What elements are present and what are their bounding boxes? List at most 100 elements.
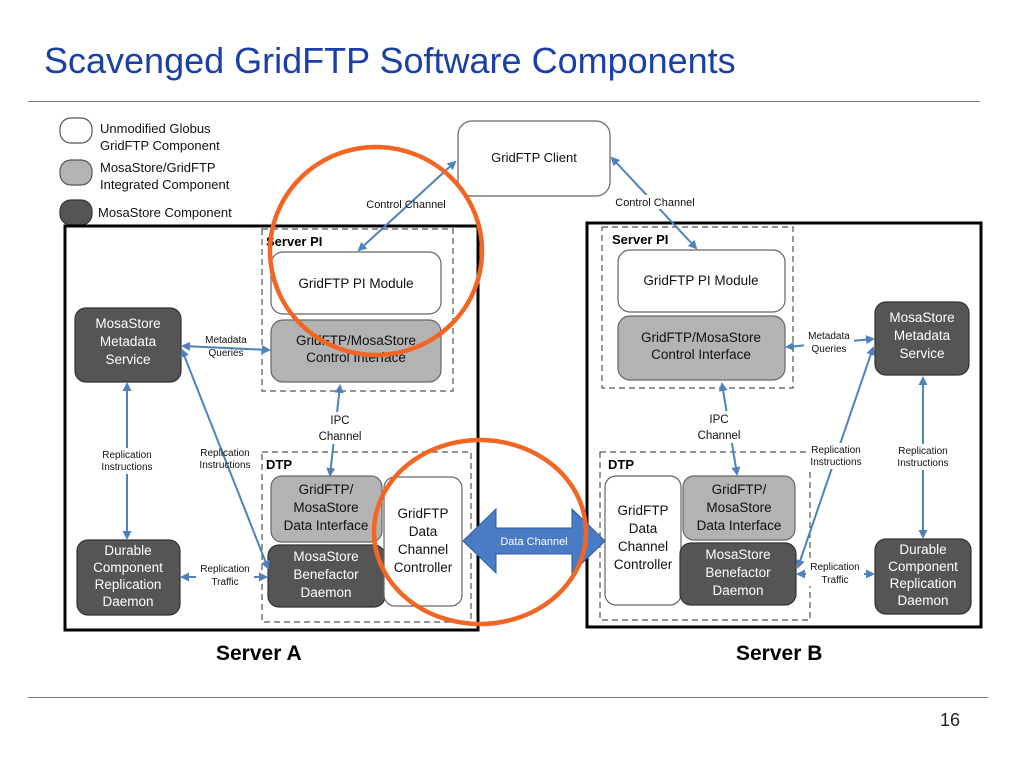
server-a-channel-controller-label-1: GridFTP [397,506,448,521]
server-b-replication-instructions-right-1: Replication [898,446,947,457]
server-a-pi-group [261,228,454,392]
server-a-metadata-service-label-2: Metadata [100,334,157,349]
server-a-metadata-queries-label-1: Metadata [205,335,247,346]
server-a-channel-controller-label-2: Data [409,524,438,539]
server-a-replication-daemon-label-4: Daemon [102,594,153,609]
footer-divider [28,697,988,698]
server-b-metadata-queries-label-1: Metadata [808,331,850,342]
legend-unmodified-label-2: GridFTP Component [100,138,220,153]
server-b-channel-controller-label-4: Controller [614,557,673,572]
server-b-metadata-queries-label-2: Queries [811,344,846,355]
page-number: 16 [939,710,960,730]
legend: Unmodified Globus GridFTP Component Mosa… [59,117,232,226]
server-b-benefactor-label-3: Daemon [712,583,763,598]
server-b-benefactor-label-1: MosaStore [705,547,770,562]
legend-mosastore-label: MosaStore Component [98,205,232,220]
server-a-replication-daemon-label-2: Component [93,560,163,575]
legend-mosastore-swatch [59,199,93,226]
server-b-ipc-label-2: Channel [698,430,741,442]
server-a-replication-daemon-label-1: Durable [104,543,151,558]
server-a-data-interface-label-3: Data Interface [284,518,369,533]
server-b-data-interface-label-1: GridFTP/ [712,482,767,497]
server-a-metadata-queries-label-2: Queries [208,348,243,359]
server-b-pi-module-label: GridFTP PI Module [643,273,758,288]
server-b-metadata-service [874,301,970,376]
server-a-replication-instructions-diag-2: Instructions [199,460,250,471]
server-a-replication-instructions-left-1: Replication [102,450,151,461]
server-a-data-interface-label-1: GridFTP/ [299,482,354,497]
server-a-ipc-label-2: Channel [319,431,362,443]
server-b-data-interface-label-2: MosaStore [706,500,771,515]
server-a-metadata-service-label-3: Service [105,352,150,367]
server-b-metadata-service-label-2: Metadata [894,328,951,343]
legend-integrated-label-1: MosaStore/GridFTP [100,160,216,175]
highlight-circle-control [267,144,485,358]
server-a-data-interface-label-2: MosaStore [293,500,358,515]
server-b-pi-group [601,226,794,389]
server-b-control-interface-label-2: Control Interface [651,347,751,362]
server-b-caption: Server B [736,642,823,665]
server-a-metadata-service-label-1: MosaStore [95,316,160,331]
gridftp-client-label: GridFTP Client [491,150,577,165]
server-b-replication-daemon-label-3: Replication [890,576,957,591]
server-b-benefactor-label-2: Benefactor [705,565,771,580]
server-a-pi-label: Server PI [266,234,322,249]
highlight-circle-data [371,437,589,627]
title-divider [28,101,980,102]
server-b-data-interface-label-3: Data Interface [697,518,782,533]
server-b-replication-instructions-diag-1: Replication [811,445,860,456]
server-b-control-interface [617,315,786,381]
server-a-benefactor-label-1: MosaStore [293,549,358,564]
server-b-replication-daemon-label-2: Component [888,559,958,574]
server-a-replication-traffic-label-1: Replication [200,564,249,575]
server-a-caption: Server A [216,642,302,665]
legend-integrated-label-2: Integrated Component [100,177,230,192]
server-a-replication-instructions-diag-1: Replication [200,448,249,459]
server-b-channel-controller-label-2: Data [629,521,658,536]
server-a-control-channel-arrow [357,160,457,252]
server-a: Server PI GridFTP PI Module GridFTP/Mosa… [63,160,480,632]
data-channel-label: Data Channel [500,536,567,548]
legend-integrated-swatch [59,159,93,186]
server-b-channel-controller-label-1: GridFTP [617,503,668,518]
server-a-replication-diagonal-arrow [180,348,270,570]
server-a-channel-controller-label-4: Controller [394,560,453,575]
server-a-pi-module-label: GridFTP PI Module [298,276,413,291]
server-b-replication-daemon [874,538,972,615]
server-a-benefactor-label-2: Benefactor [293,567,359,582]
server-b-data-interface [682,475,796,541]
server-b-replication-traffic-label-2: Traffic [821,575,848,586]
data-channel-arrow [462,507,606,575]
server-b-pi-module [617,249,786,313]
server-a-dtp-label: DTP [266,457,292,472]
server-a-replication-daemon-label-3: Replication [95,577,162,592]
server-a-replication-instructions-left-2: Instructions [101,462,152,473]
server-b-replication-instructions-diag-2: Instructions [810,457,861,468]
server-a-ipc-label-1: IPC [330,415,349,427]
server-b-control-channel-label: Control Channel [615,197,695,209]
server-b: Server PI GridFTP PI Module GridFTP/Mosa… [585,156,983,629]
server-b-dtp-label: DTP [608,457,634,472]
server-b-replication-daemon-label-1: Durable [899,542,946,557]
server-a-pi-module [270,251,442,315]
server-b-metadata-service-label-3: Service [899,346,944,361]
server-b-ipc-label-1: IPC [709,414,728,426]
page-title: Scavenged GridFTP Software Components [44,40,736,81]
server-a-replication-traffic-label-2: Traffic [211,577,238,588]
server-b-frame [585,221,983,629]
server-a-channel-controller-label-3: Channel [398,542,448,557]
server-b-control-interface-label-1: GridFTP/MosaStore [641,330,761,345]
server-b-metadata-service-label-1: MosaStore [889,310,954,325]
server-a-benefactor-label-3: Daemon [300,585,351,600]
legend-unmodified-swatch [59,117,93,144]
legend-unmodified-label-1: Unmodified Globus [100,121,211,136]
server-b-pi-label: Server PI [612,232,668,247]
server-a-control-channel-label: Control Channel [366,199,446,211]
server-b-replication-traffic-label-1: Replication [810,562,859,573]
server-b-channel-controller-label-3: Channel [618,539,668,554]
gridftp-client-box [457,120,611,197]
server-b-replication-daemon-label-4: Daemon [897,593,948,608]
server-a-channel-controller [383,476,463,607]
server-b-replication-instructions-right-2: Instructions [897,458,948,469]
